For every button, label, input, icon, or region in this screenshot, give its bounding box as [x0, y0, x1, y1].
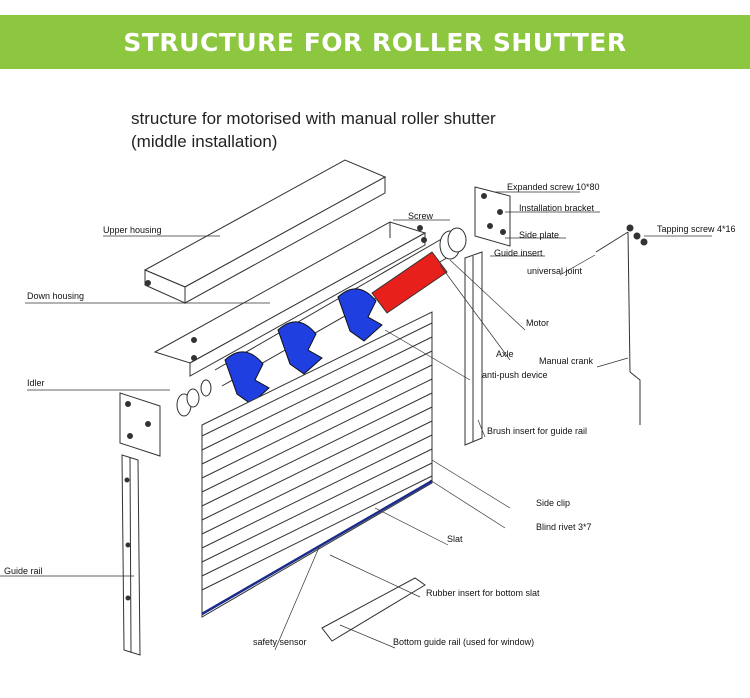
label-safety-sensor: safety sensor [253, 637, 307, 647]
label-motor: Motor [526, 318, 549, 328]
diagram-subtitle: structure for motorised with manual roll… [131, 107, 496, 153]
label-bottom-guide-rail: Bottom guide rail (used for window) [393, 637, 534, 647]
right-guide-rail [464, 186, 511, 446]
part-labels: Expanded screw 10*80 Installation bracke… [4, 182, 736, 647]
label-brush-insert: Brush insert for guide rail [487, 426, 587, 436]
left-guide-rail [119, 392, 161, 656]
manual-crank [595, 224, 648, 425]
down-housing [153, 221, 427, 377]
label-side-clip: Side clip [536, 498, 570, 508]
label-blind-rivet: Blind rivet 3*7 [536, 522, 592, 532]
housing-screws [145, 225, 427, 361]
anti-push-brackets [224, 288, 383, 405]
label-tapping-screw: Tapping screw 4*16 [657, 224, 736, 234]
slat-curtain [201, 311, 433, 618]
label-idler: Idler [27, 378, 45, 388]
label-axle: Axle [496, 349, 514, 359]
banner-title: STRUCTURE FOR ROLLER SHUTTER [123, 27, 627, 57]
label-expanded-screw: Expanded screw 10*80 [507, 182, 600, 192]
label-upper-housing: Upper housing [103, 225, 162, 235]
label-guide-insert: Guide insert [494, 248, 543, 258]
label-screw: Screw [408, 211, 434, 221]
label-universal-joint: universal joint [527, 266, 583, 276]
label-rubber-insert: Rubber insert for bottom slat [426, 588, 540, 598]
idler [176, 379, 212, 417]
label-manual-crank: Manual crank [539, 356, 594, 366]
subtitle-line-2: (middle installation) [131, 132, 278, 151]
label-slat: Slat [447, 534, 463, 544]
label-anti-push-device: anti-push device [482, 370, 548, 380]
bottom-guide-rail [321, 577, 426, 642]
label-installation-bracket: Installation bracket [519, 203, 595, 213]
label-guide-rail: Guide rail [4, 566, 43, 576]
subtitle-line-1: structure for motorised with manual roll… [131, 109, 496, 128]
leader-lines [0, 191, 712, 651]
title-banner: STRUCTURE FOR ROLLER SHUTTER [0, 15, 750, 69]
label-down-housing: Down housing [27, 291, 84, 301]
upper-housing [143, 159, 387, 304]
label-side-plate: Side plate [519, 230, 559, 240]
motor [371, 227, 467, 314]
